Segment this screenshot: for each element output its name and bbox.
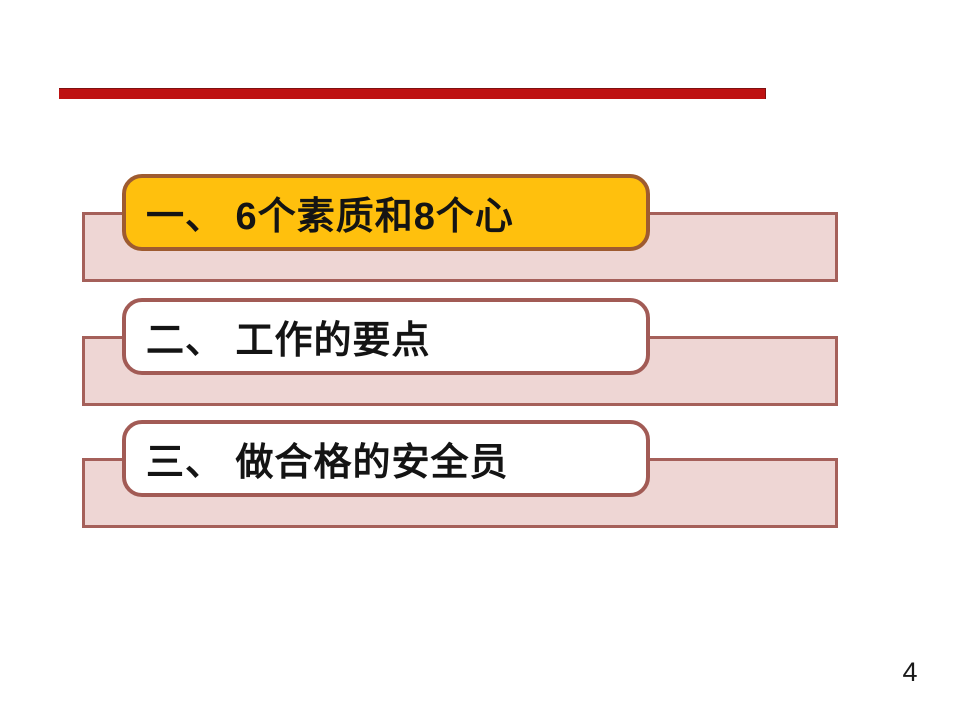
accent-bar [59, 88, 766, 99]
agenda-item-3[interactable]: 三、 做合格的安全员 [122, 420, 650, 497]
agenda-row: 一、 6个素质和8个心 [0, 174, 960, 286]
agenda-item-2-label: 二、 工作的要点 [146, 320, 431, 362]
page-number: 4 [902, 657, 918, 687]
agenda-item-3-label: 三、 做合格的安全员 [146, 442, 509, 484]
agenda-item-1[interactable]: 一、 6个素质和8个心 [122, 174, 650, 251]
agenda-item-2[interactable]: 二、 工作的要点 [122, 298, 650, 375]
agenda-item-1-label: 一、 6个素质和8个心 [146, 196, 514, 238]
agenda-row: 二、 工作的要点 [0, 298, 960, 410]
agenda-row: 三、 做合格的安全员 [0, 420, 960, 532]
